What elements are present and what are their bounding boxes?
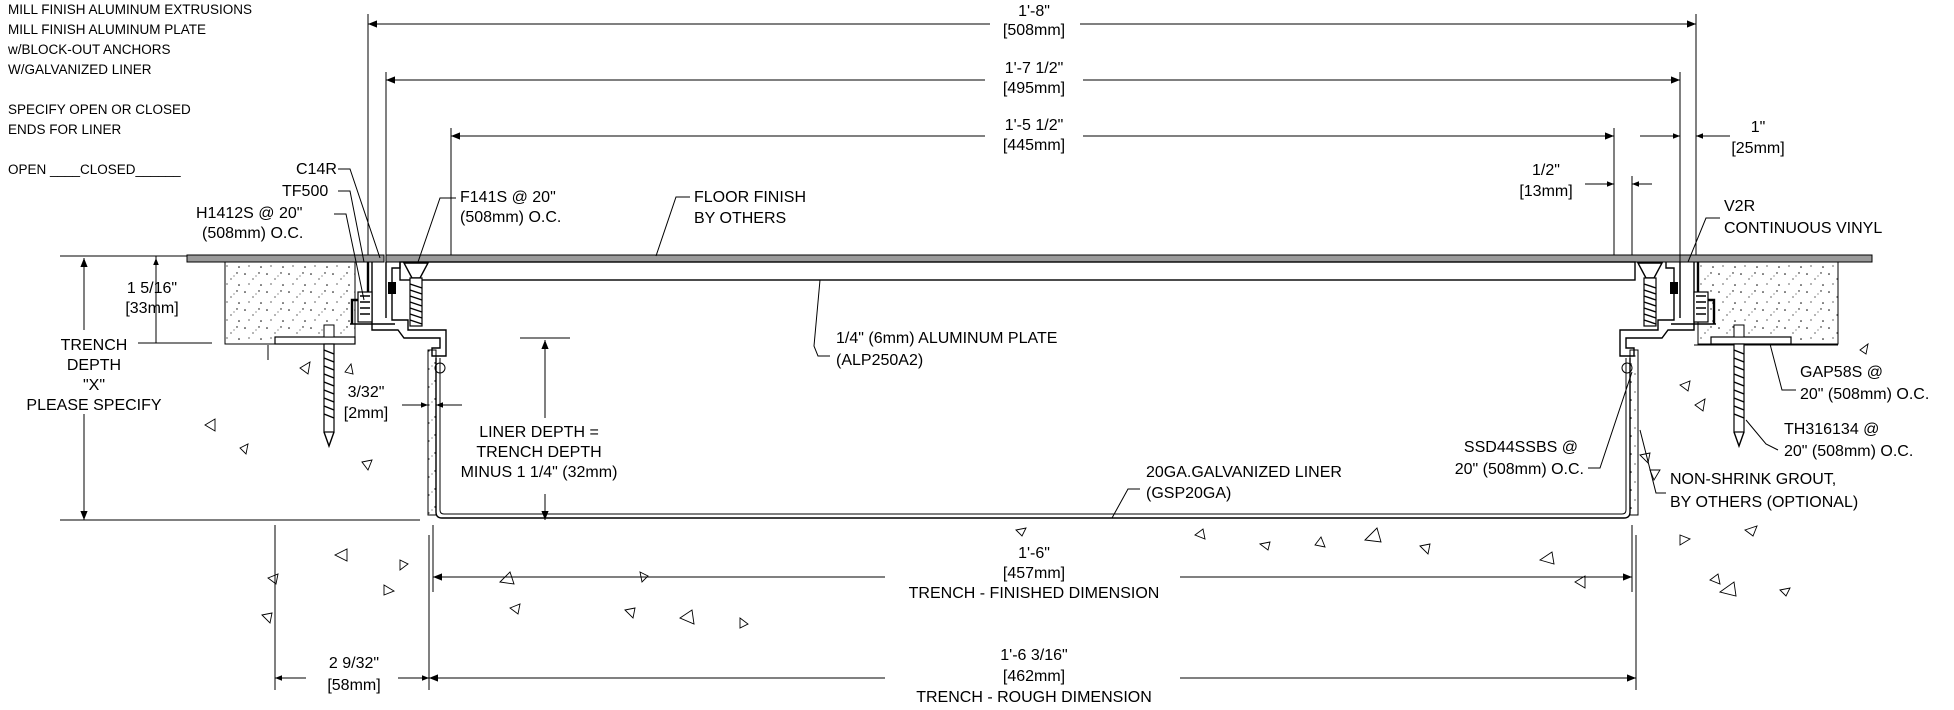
label-text: MINUS 1 1/4" (32mm) bbox=[461, 464, 618, 481]
dim-text: 1'-5 1/2" bbox=[1005, 117, 1064, 134]
galvanized-liner-inner bbox=[439, 358, 1627, 515]
label-text: 20GA.GALVANIZED LINER bbox=[1146, 464, 1342, 481]
label-text: (508mm) O.C. bbox=[460, 209, 561, 226]
callout-grout: NON-SHRINK GROUT, BY OTHERS (OPTIONAL) bbox=[1639, 429, 1858, 511]
dim-text: 1'-6 3/16" bbox=[1000, 647, 1067, 664]
label-text: CONTINUOUS VINYL bbox=[1724, 220, 1882, 237]
callout-ssd44ssbs: SSD44SSBS @ 20" (508mm) O.C. bbox=[1455, 371, 1633, 478]
callout-tf500: TF500 bbox=[282, 183, 365, 263]
frame-height-dimension: 1 5/16" [33mm] bbox=[60, 255, 220, 344]
dim-text: 3/32" bbox=[348, 384, 385, 401]
overall-width-dimension: 1'-8" [508mm] bbox=[368, 3, 1696, 39]
label-text: F141S @ 20" bbox=[460, 189, 556, 206]
label-text: "X" bbox=[83, 377, 105, 394]
trench-depth-dimension: TRENCH DEPTH "X" PLEASE SPECIFY bbox=[26, 258, 420, 521]
label-text: TF500 bbox=[282, 183, 328, 200]
floor-finish-left bbox=[186, 254, 385, 263]
dim-text: 2 9/32" bbox=[329, 655, 379, 672]
frame-width-dimension: 1'-7 1/2" [495mm] bbox=[386, 60, 1680, 97]
dim-text: TRENCH - FINISHED DIMENSION bbox=[909, 585, 1160, 602]
bolt-right bbox=[1693, 291, 1709, 323]
label-text: V2R bbox=[1724, 198, 1755, 215]
label-text: TRENCH DEPTH bbox=[476, 444, 601, 461]
concrete-blockout-right bbox=[1697, 261, 1839, 345]
dim-text: 1" bbox=[1751, 119, 1766, 136]
dim-text: [445mm] bbox=[1003, 137, 1065, 154]
aggregate-hatching bbox=[204, 342, 1869, 629]
dim-text: [33mm] bbox=[125, 300, 178, 317]
rough-trench-dimension: 1'-6 3/16" [462mm] TRENCH - ROUGH DIMENS… bbox=[428, 535, 1637, 706]
dim-text: 1'-8" bbox=[1018, 3, 1050, 20]
dim-text: [13mm] bbox=[1519, 183, 1572, 200]
label-text: TRENCH bbox=[61, 337, 128, 354]
plate-width-dimension: 1'-5 1/2" [445mm] bbox=[451, 117, 1614, 154]
dim-text: [25mm] bbox=[1731, 140, 1784, 157]
general-notes: MILL FINISH ALUMINUM EXTRUSIONS MILL FIN… bbox=[8, 0, 252, 180]
label-text: (508mm) O.C. bbox=[202, 225, 303, 242]
note-line: SPECIFY OPEN OR CLOSED bbox=[8, 102, 191, 117]
label-text: 20" (508mm) O.C. bbox=[1784, 443, 1913, 460]
label-text: LINER DEPTH = bbox=[479, 424, 599, 441]
label-text: C14R bbox=[296, 161, 337, 178]
label-text: DEPTH bbox=[67, 357, 121, 374]
dim-text: 1'-6" bbox=[1018, 545, 1050, 562]
note-line: w/BLOCK-OUT ANCHORS bbox=[8, 42, 171, 57]
dim-text: [58mm] bbox=[327, 677, 380, 694]
anchor-right bbox=[1710, 324, 1792, 449]
note-line: MILL FINISH ALUMINUM PLATE bbox=[8, 22, 207, 37]
callout-aluminum-plate: 1/4" (6mm) ALUMINUM PLATE (ALP250A2) bbox=[813, 279, 1057, 369]
label-text: BY OTHERS bbox=[694, 210, 786, 227]
note-line: MILL FINISH ALUMINUM EXTRUSIONS bbox=[8, 2, 253, 17]
label-text: (ALP250A2) bbox=[836, 352, 923, 369]
callout-c14r: C14R bbox=[296, 161, 381, 259]
callout-f141s: F141S @ 20" (508mm) O.C. bbox=[417, 189, 561, 263]
liner-gap-dimension: 3/32" [2mm] bbox=[344, 384, 462, 422]
aluminum-plate bbox=[399, 261, 1636, 281]
dim-text: [462mm] bbox=[1003, 668, 1065, 685]
dim-text: 1'-7 1/2" bbox=[1005, 60, 1064, 77]
note-line: ENDS FOR LINER bbox=[8, 122, 122, 137]
dim-text: [508mm] bbox=[1003, 22, 1065, 39]
bolt-h1412s-left bbox=[357, 291, 373, 323]
label-text: TH316134 @ bbox=[1784, 421, 1879, 438]
dim-text: [457mm] bbox=[1003, 565, 1065, 582]
floor-finish-plate bbox=[385, 254, 1681, 263]
anchor-offset-dimension: 2 9/32" [58mm] bbox=[274, 525, 429, 694]
label-text: 20" (508mm) O.C. bbox=[1800, 386, 1929, 403]
note-line: W/GALVANIZED LINER bbox=[8, 62, 152, 77]
dim-text: 1/2" bbox=[1532, 162, 1560, 179]
screw-ssd44ssbs-right bbox=[1636, 262, 1664, 327]
dim-text: 1 5/16" bbox=[127, 280, 177, 297]
concrete-blockout-left bbox=[224, 261, 356, 345]
callout-v2r: V2R CONTINUOUS VINYL bbox=[1687, 198, 1882, 263]
label-text: PLEASE SPECIFY bbox=[26, 397, 161, 414]
finished-trench-dimension: 1'-6" [457mm] TRENCH - FINISHED DIMENSIO… bbox=[432, 525, 1633, 602]
label-text: 20" (508mm) O.C. bbox=[1455, 461, 1584, 478]
label-text: FLOOR FINISH bbox=[694, 189, 806, 206]
dim-text: [2mm] bbox=[344, 405, 388, 422]
label-text: NON-SHRINK GROUT, bbox=[1670, 471, 1836, 488]
gap-width-dimension: 1/2" [13mm] bbox=[1519, 162, 1652, 200]
screw-f141s-left bbox=[402, 262, 430, 327]
galvanized-liner bbox=[435, 358, 1631, 519]
anchor-left bbox=[274, 324, 356, 449]
label-text: SSD44SSBS @ bbox=[1464, 439, 1578, 456]
label-text: GAP58S @ bbox=[1800, 364, 1883, 381]
callout-galvanized-liner: 20GA.GALVANIZED LINER (GSP20GA) bbox=[1111, 464, 1342, 519]
liner-depth-dimension: LINER DEPTH = TRENCH DEPTH MINUS 1 1/4" … bbox=[461, 337, 618, 520]
floor-finish-right bbox=[1679, 254, 1873, 263]
flange-width-dimension: 1" [25mm] bbox=[1640, 119, 1785, 157]
label-text: BY OTHERS (OPTIONAL) bbox=[1670, 494, 1858, 511]
callout-gap58s: GAP58S @ 20" (508mm) O.C. bbox=[1769, 343, 1929, 403]
dim-text: TRENCH - ROUGH DIMENSION bbox=[916, 689, 1152, 706]
label-text: (GSP20GA) bbox=[1146, 485, 1231, 502]
callout-floor-finish: FLOOR FINISH BY OTHERS bbox=[655, 189, 806, 257]
dim-text: [495mm] bbox=[1003, 80, 1065, 97]
callout-h1412s: H1412S @ 20" (508mm) O.C. bbox=[196, 205, 365, 301]
label-text: 1/4" (6mm) ALUMINUM PLATE bbox=[836, 330, 1057, 347]
label-text: H1412S @ 20" bbox=[196, 205, 302, 222]
callout-th316134: TH316134 @ 20" (508mm) O.C. bbox=[1745, 419, 1913, 460]
note-line: OPEN ____CLOSED______ bbox=[8, 162, 181, 177]
